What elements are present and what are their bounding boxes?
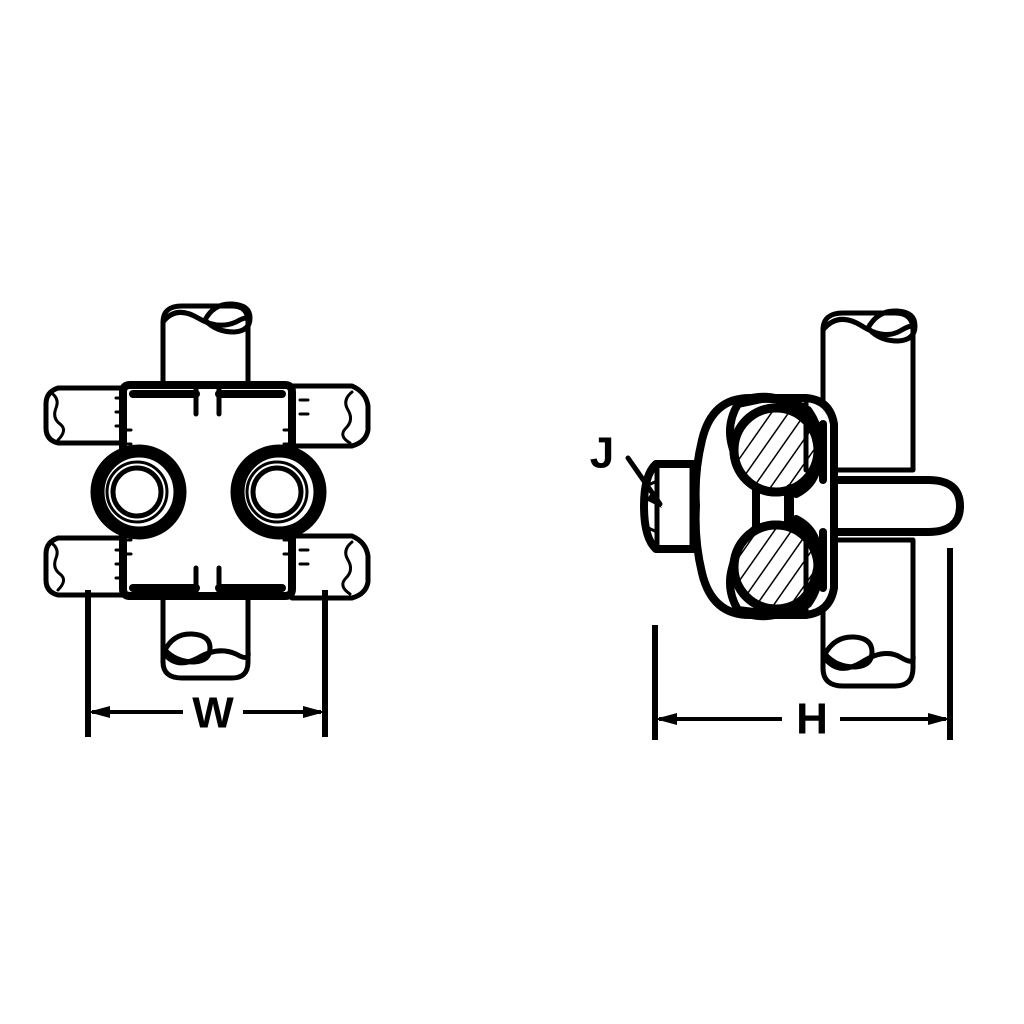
front-rope-stub-upper-right xyxy=(289,383,371,449)
front-rope-stub-upper-left xyxy=(43,385,127,446)
side-hex-nut xyxy=(640,460,708,553)
nut-callout-leader xyxy=(625,455,663,508)
height-dimension-label: H xyxy=(796,695,828,744)
front-view-group: W xyxy=(43,301,371,738)
front-rope-vertical-bottom xyxy=(160,593,251,681)
side-rope-vertical-bottom xyxy=(820,537,916,689)
side-jaw-lips xyxy=(740,392,823,621)
height-arrow-left xyxy=(655,713,677,725)
front-rope-vertical-top xyxy=(160,301,253,395)
side-rope-vertical-top xyxy=(820,308,918,473)
width-arrow-left xyxy=(88,706,110,718)
width-dimension-label: W xyxy=(192,689,234,738)
width-dimension xyxy=(85,590,328,737)
front-clip-body xyxy=(119,381,296,600)
side-rope-section-bottom xyxy=(729,520,823,614)
front-rope-stub-lower-right xyxy=(289,533,371,601)
side-view-group: J H xyxy=(590,308,964,744)
height-dimension xyxy=(652,548,953,740)
front-bolt-head-left xyxy=(90,444,187,540)
side-saddle-flange xyxy=(803,395,827,618)
height-arrow-right xyxy=(928,713,950,725)
front-rope-stub-lower-left xyxy=(43,535,127,598)
front-bolt-head-right xyxy=(230,444,327,540)
width-arrow-right xyxy=(303,706,325,718)
nut-callout-label: J xyxy=(590,429,614,478)
nut-callout-arrow xyxy=(646,492,662,508)
